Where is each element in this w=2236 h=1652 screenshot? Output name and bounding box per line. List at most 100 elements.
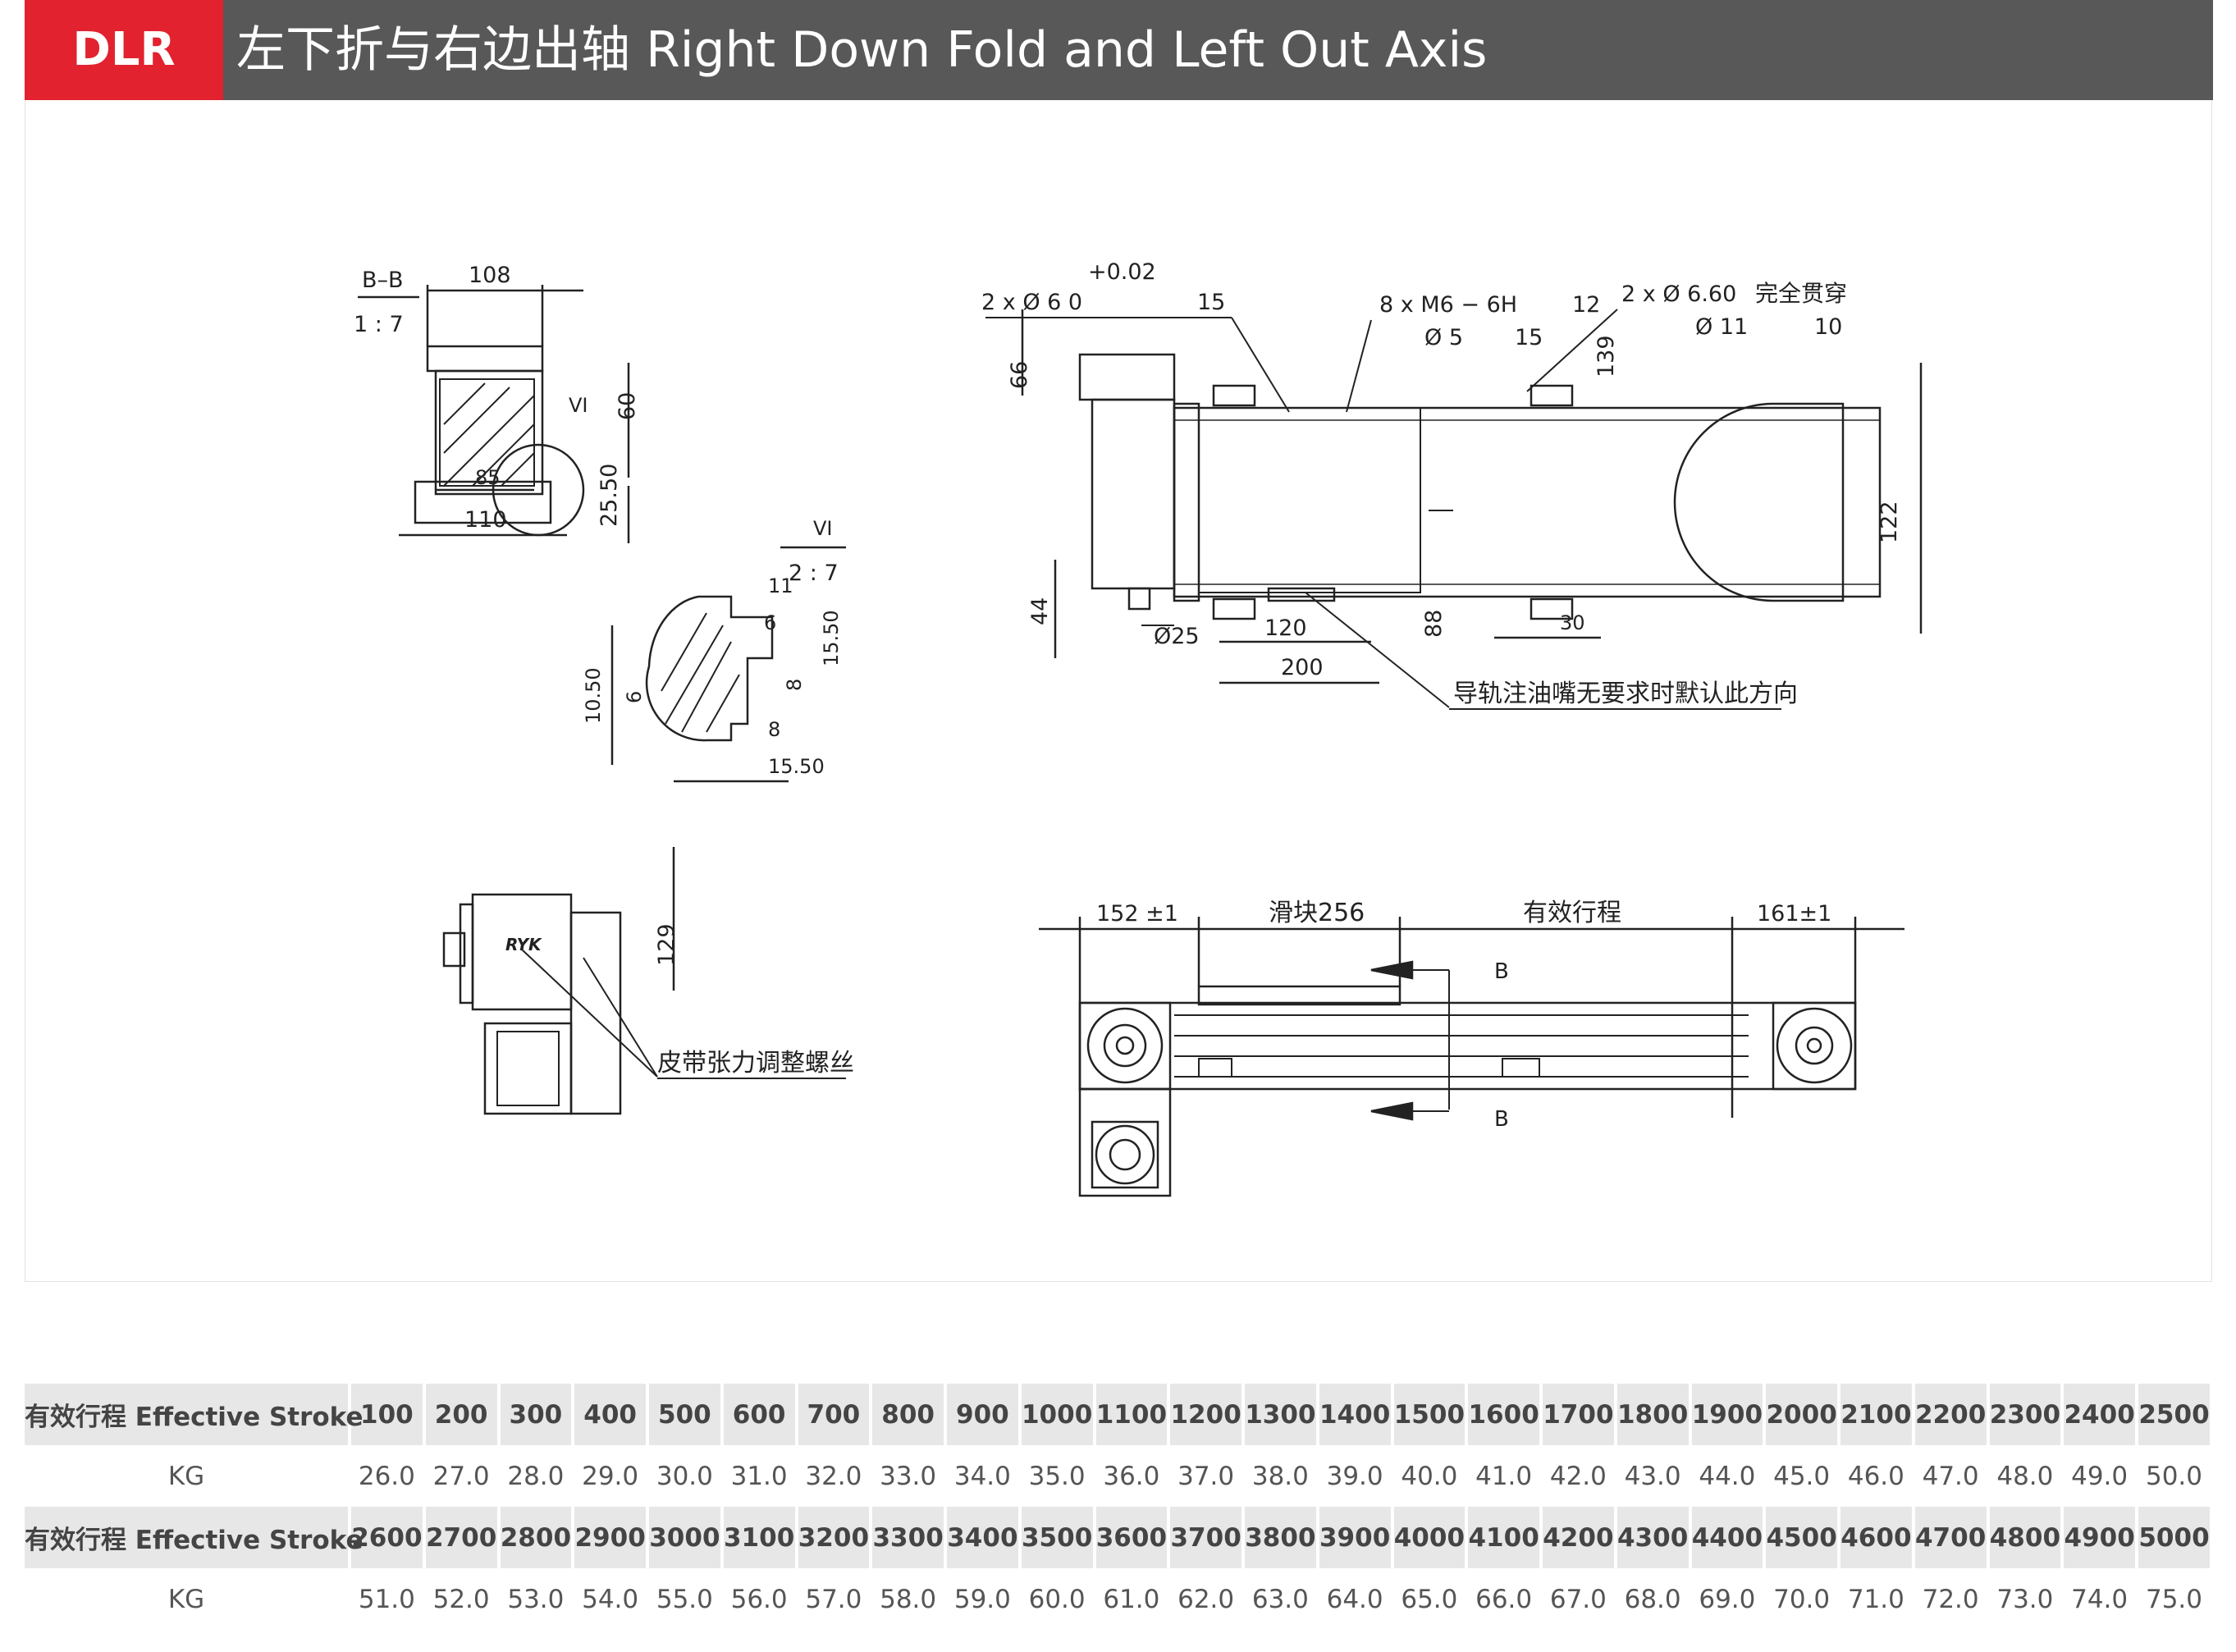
kg-cell: 72.0 (1913, 1568, 1990, 1630)
stroke-cell: 600 (721, 1384, 798, 1445)
dim-8-v: 8 (783, 679, 806, 691)
dim-15-50-v: 15.50 (820, 610, 843, 666)
stroke-cell: 1600 (1466, 1384, 1543, 1445)
detail-marker: VI (569, 394, 588, 417)
stroke-cell: 900 (945, 1384, 1022, 1445)
stroke-cell: 3400 (945, 1507, 1022, 1568)
stroke-cell: 3300 (871, 1507, 947, 1568)
dim-161: 161±1 (1757, 901, 1831, 927)
stroke-cell: 3000 (647, 1507, 724, 1568)
dim-129: 129 (654, 923, 679, 966)
callout-drill: Ø 5 (1424, 325, 1463, 350)
row-label-kg: KG (25, 1568, 351, 1630)
kg-cell: 30.0 (647, 1445, 724, 1507)
stroke-cell: 700 (796, 1384, 873, 1445)
side-view: RYK 129 皮带张力调整螺丝 (442, 847, 854, 1115)
callout-pin-hole: 2 x Ø 6 0 (981, 290, 1082, 315)
stroke-cell: 200 (423, 1384, 501, 1445)
stroke-cell: 1000 (1019, 1384, 1096, 1445)
dim-122: 122 (1877, 501, 1902, 543)
kg-cell: 70.0 (1764, 1568, 1840, 1630)
stroke-cell: 1900 (1690, 1384, 1767, 1445)
dim-60: 60 (615, 392, 640, 420)
stroke-cell: 2300 (1987, 1384, 2065, 1445)
kg-cell: 34.0 (945, 1445, 1022, 1507)
kg-cell: 37.0 (1168, 1445, 1245, 1507)
stroke-cell: 4700 (1913, 1507, 1990, 1568)
kg-cell: 38.0 (1243, 1445, 1319, 1507)
stroke-cell: 2800 (498, 1507, 575, 1568)
dim-139: 139 (1594, 335, 1619, 378)
stroke-cell: 300 (498, 1384, 575, 1445)
kg-cell: 73.0 (1987, 1568, 2065, 1630)
stroke-cell: 500 (647, 1384, 724, 1445)
kg-cell: 62.0 (1168, 1568, 1245, 1630)
dim-110: 110 (464, 507, 507, 533)
kg-cell: 45.0 (1764, 1445, 1840, 1507)
table-row-strokes-2: 有效行程 Effective Stroke 2600 2700 2800 290… (25, 1507, 2213, 1568)
stroke-cell: 800 (871, 1384, 947, 1445)
section-bb-view: B–B 1 : 7 108 VI 60 85 110 25.50 (354, 263, 640, 543)
callout-cbore: Ø 11 (1695, 314, 1748, 340)
table-row-kg-2: KG 51.0 52.0 53.0 54.0 55.0 56.0 57.0 58… (25, 1568, 2213, 1630)
callout-through-hole: 2 x Ø 6.60 (1621, 281, 1736, 307)
kg-cell: 71.0 (1839, 1568, 1915, 1630)
stroke-cell: 1100 (1094, 1384, 1171, 1445)
section-marker-bottom: B (1494, 1107, 1509, 1132)
stroke-cell: 2600 (350, 1507, 426, 1568)
kg-cell: 47.0 (1913, 1445, 1990, 1507)
dim-25-50: 25.50 (597, 464, 622, 527)
dim-30: 30 (1560, 611, 1585, 634)
callout-drill-depth: 15 (1515, 325, 1543, 350)
callout-belt-screw: 皮带张力调整螺丝 (657, 1049, 854, 1078)
row-label-kg: KG (25, 1445, 351, 1507)
dim-6: 6 (764, 611, 776, 634)
kg-cell: 49.0 (2062, 1445, 2138, 1507)
kg-cell: 56.0 (721, 1568, 798, 1630)
callout-cbore-depth: 10 (1814, 314, 1842, 340)
table-row-kg-1: KG 26.0 27.0 28.0 29.0 30.0 31.0 32.0 33… (25, 1445, 2213, 1507)
dim-dia-25: Ø25 (1154, 624, 1200, 649)
kg-cell: 26.0 (350, 1445, 426, 1507)
dim-6-v: 6 (623, 691, 646, 703)
kg-cell: 66.0 (1466, 1568, 1543, 1630)
stroke-cell: 1300 (1243, 1384, 1319, 1445)
dim-152: 152 ±1 (1096, 901, 1178, 927)
dim-10-50: 10.50 (582, 667, 605, 724)
dim-effective-stroke: 有效行程 (1523, 899, 1621, 927)
stroke-cell: 3900 (1317, 1507, 1394, 1568)
stroke-cell: 4000 (1392, 1507, 1469, 1568)
dim-15-50-h: 15.50 (768, 755, 825, 778)
section-label: B–B (362, 268, 404, 293)
kg-cell: 63.0 (1243, 1568, 1319, 1630)
detail-label: VI (813, 517, 833, 540)
stroke-cell: 2400 (2062, 1384, 2138, 1445)
stroke-cell: 2900 (573, 1507, 649, 1568)
kg-cell: 65.0 (1392, 1568, 1469, 1630)
stroke-cell: 1500 (1392, 1384, 1469, 1445)
technical-drawing: B–B 1 : 7 108 VI 60 85 110 25.50 (25, 100, 2212, 1282)
kg-cell: 64.0 (1317, 1568, 1394, 1630)
kg-cell: 33.0 (871, 1445, 947, 1507)
detail-scale: 2 : 7 (789, 561, 839, 586)
stroke-cell: 4400 (1690, 1507, 1767, 1568)
dim-120: 120 (1264, 615, 1307, 641)
stroke-cell: 4800 (1987, 1507, 2065, 1568)
stroke-cell: 4900 (2062, 1507, 2138, 1568)
dim-200: 200 (1281, 655, 1324, 680)
kg-cell: 53.0 (498, 1568, 575, 1630)
stroke-cell: 1800 (1615, 1384, 1692, 1445)
stroke-cell: 3600 (1094, 1507, 1171, 1568)
stroke-cell: 3500 (1019, 1507, 1096, 1568)
kg-cell: 57.0 (796, 1568, 873, 1630)
dim-108: 108 (469, 263, 511, 288)
stroke-cell: 4300 (1615, 1507, 1692, 1568)
kg-cell: 55.0 (647, 1568, 724, 1630)
kg-cell: 61.0 (1094, 1568, 1171, 1630)
kg-cell: 31.0 (721, 1445, 798, 1507)
stroke-cell: 100 (350, 1384, 426, 1445)
section-scale: 1 : 7 (354, 312, 404, 337)
stroke-cell: 3200 (796, 1507, 873, 1568)
dim-66: 66 (1007, 361, 1032, 389)
section-marker-top: B (1494, 959, 1509, 984)
